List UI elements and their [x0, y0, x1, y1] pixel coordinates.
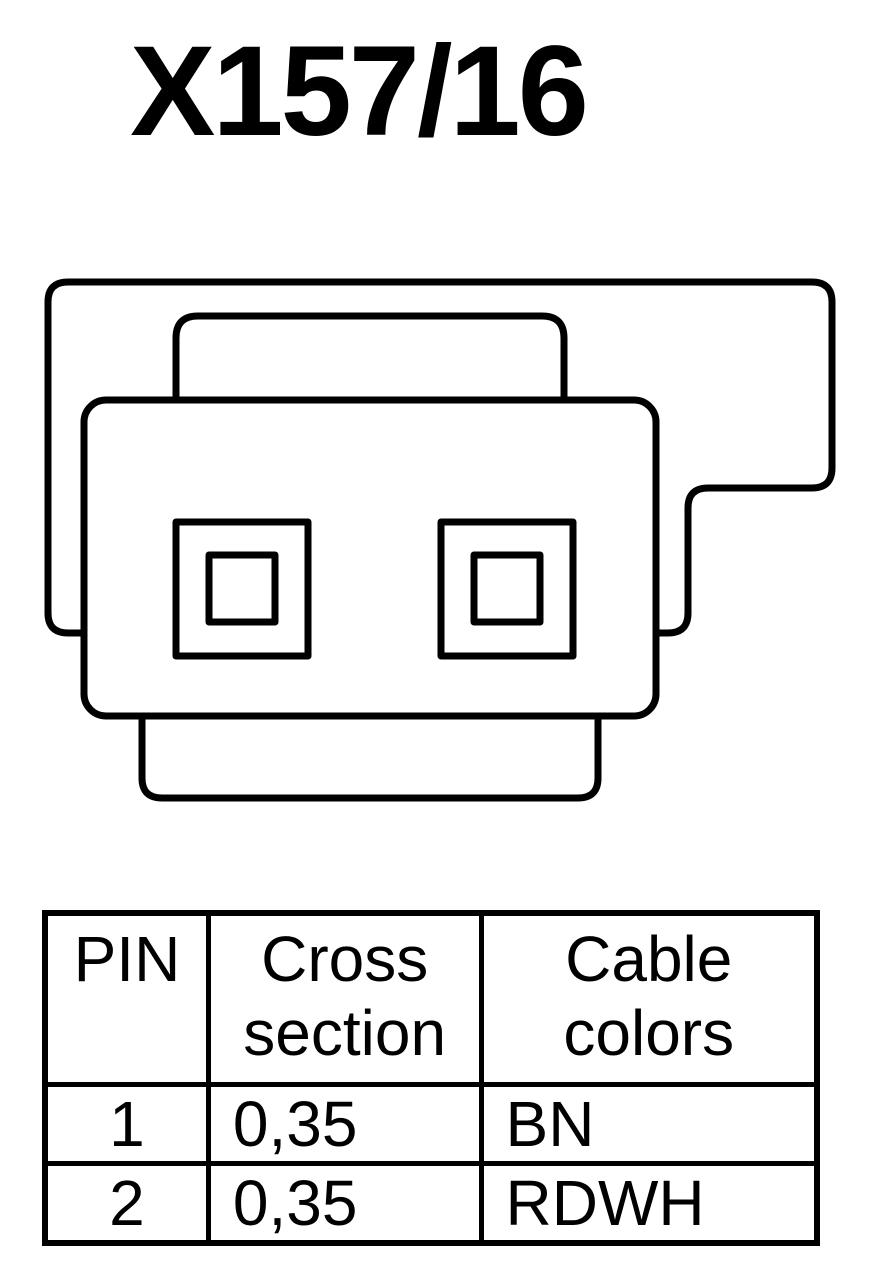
row-2-pin: 2: [42, 1161, 211, 1246]
table-row: 1 0,35 BN: [42, 1082, 820, 1166]
header-cable-colors-line-1: Cable: [565, 923, 733, 995]
connector-bottom-latch: [138, 716, 602, 802]
header-cross-section: Cross section: [205, 910, 484, 1087]
connector-title: X157/16: [130, 20, 589, 163]
connector-face: [80, 396, 660, 720]
pin-assignment-table: PIN Cross section Cable colors 1 0,35 BN…: [42, 910, 820, 1246]
header-pin: PIN: [42, 910, 211, 1087]
table-header-row: PIN Cross section Cable colors: [42, 910, 820, 1087]
pin-1-terminal: [205, 551, 279, 626]
row-1-cable-color: BN: [478, 1082, 820, 1166]
row-2-cable-color: RDWH: [478, 1161, 820, 1246]
header-cable-colors-line-2: colors: [563, 997, 735, 1069]
row-2-cross-section: 0,35: [205, 1161, 484, 1246]
header-cable-colors: Cable colors: [478, 910, 820, 1087]
connector-diagram: [44, 278, 836, 802]
pin-2-cavity: [437, 518, 577, 660]
table-row: 2 0,35 RDWH: [42, 1161, 820, 1246]
connector-top-latch: [172, 312, 568, 400]
connector-housing-outline: [44, 278, 836, 637]
pin-1-cavity: [172, 518, 312, 660]
row-1-cross-section: 0,35: [205, 1082, 484, 1166]
header-cross-section-line-2: section: [243, 997, 447, 1069]
header-cross-section-line-1: Cross: [261, 923, 429, 995]
pin-2-terminal: [470, 551, 544, 626]
row-1-pin: 1: [42, 1082, 211, 1166]
